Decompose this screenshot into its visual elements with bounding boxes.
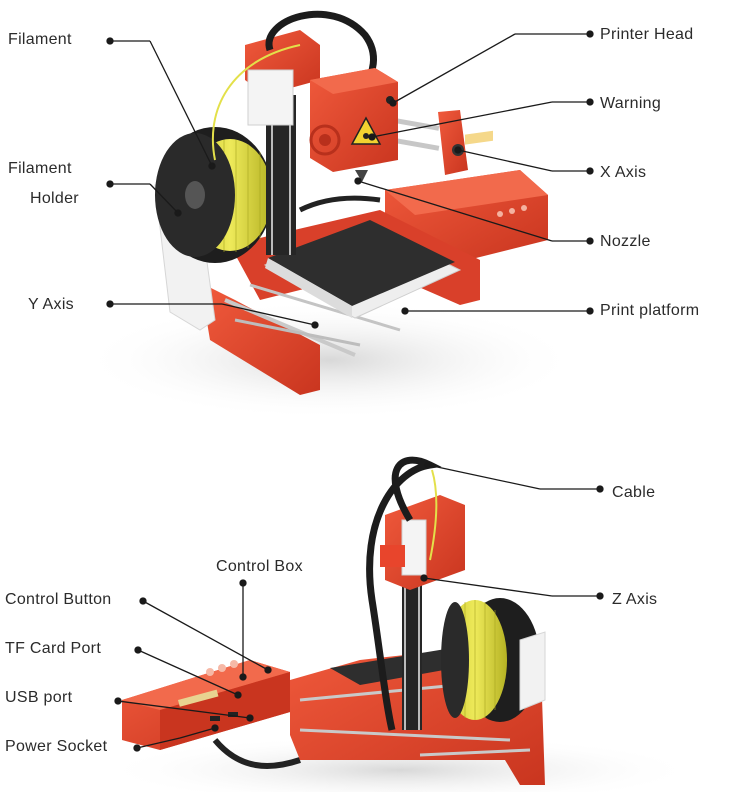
label-y-axis: Y Axis — [28, 296, 74, 313]
label-control-button: Control Button — [5, 591, 112, 608]
label-filament: Filament — [8, 31, 72, 48]
label-filament-holder-line1: Filament — [8, 160, 72, 177]
label-control-box: Control Box — [216, 558, 303, 575]
bottom-printer — [100, 456, 700, 792]
label-printer-head: Printer Head — [600, 26, 694, 43]
leader-lines — [106, 30, 604, 752]
top-x-arm-end — [438, 110, 468, 175]
label-power-socket: Power Socket — [5, 738, 108, 755]
bottom-z-column — [402, 580, 422, 730]
label-nozzle: Nozzle — [600, 233, 651, 250]
bottom-cable — [366, 456, 442, 731]
label-usb-port: USB port — [5, 689, 73, 706]
label-cable: Cable — [612, 484, 656, 501]
label-print-platform: Print platform — [600, 302, 700, 319]
top-base-frame — [205, 285, 320, 395]
top-shadow — [80, 300, 580, 420]
label-warning: Warning — [600, 95, 662, 112]
top-printer — [80, 10, 580, 420]
top-printer-head — [310, 68, 398, 172]
label-x-axis: X Axis — [600, 164, 647, 181]
label-filament-holder-line2: Holder — [30, 190, 79, 207]
label-z-axis: Z Axis — [612, 591, 658, 608]
label-tf-card-port: TF Card Port — [5, 640, 102, 657]
bottom-filament-holder — [519, 631, 546, 711]
